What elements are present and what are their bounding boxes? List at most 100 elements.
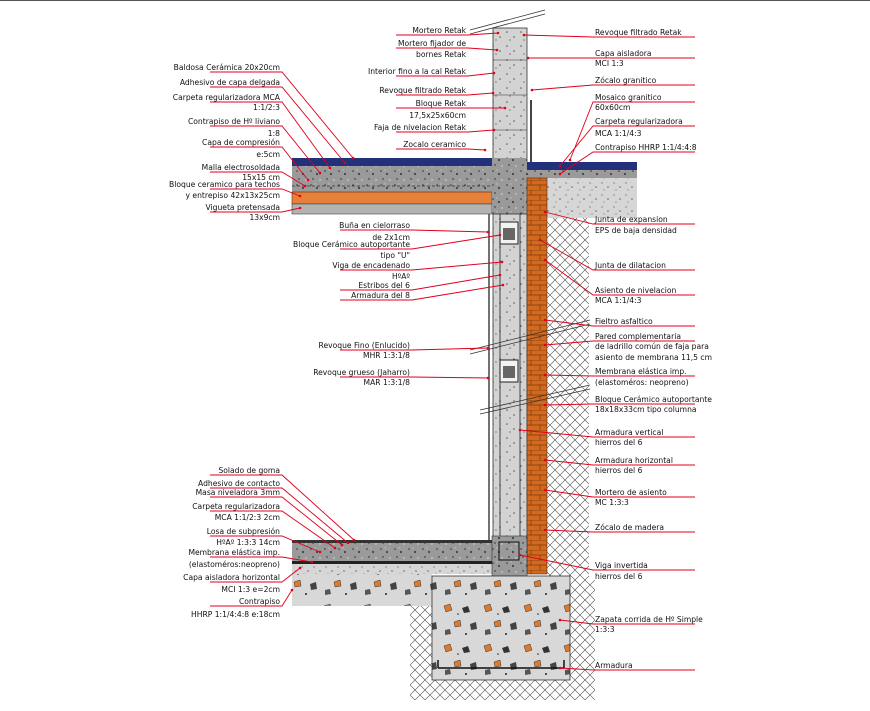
label-mortero-fijador: Mortero fijador de [398, 39, 466, 48]
leader-contrapiso-hhrp [559, 151, 695, 175]
label-membrana: Membrana elástica imp. [595, 367, 687, 376]
leader-dot-revoque-filtrado-retak-l [491, 91, 495, 95]
leader-interior-fino [396, 72, 495, 77]
label-losa-2: HºAº 1:3:3 14cm [216, 538, 280, 547]
granite-skirting [530, 100, 532, 162]
leader-dot-pared [543, 343, 547, 347]
label-viga-invertida: Viga invertida [595, 561, 648, 570]
leader-dot-membrana [543, 373, 547, 377]
leader-junta-dilatacion [539, 239, 695, 271]
label-mortero-fijador-2: bornes Retak [416, 50, 467, 59]
label-revoque-grueso-2: MAR 1:3:1/8 [364, 378, 411, 387]
leveling-screed-right [527, 170, 637, 178]
label-junta-dilatacion: Junta de dilatacion [594, 261, 666, 270]
label-buna: Buña en cielorraso [339, 221, 410, 230]
leader-dot-viga-encadenado [500, 260, 504, 264]
leader-contrapiso-ho [210, 125, 321, 174]
leader-dot-interior-fino [492, 71, 496, 75]
leader-dot-mosaico [568, 158, 572, 162]
label-viga-encadenado: Viga de encadenado [332, 261, 410, 270]
leader-dot-asiento [543, 258, 547, 262]
leader-adhesivo-capa [210, 86, 346, 164]
label-mortero-retak: Mortero Retak [412, 26, 466, 35]
leader-faja-nivelacion [396, 129, 495, 133]
label-bloque-u-2: tipo "U" [380, 251, 410, 260]
horizontal-insulation [292, 564, 492, 574]
leader-arm-vertical [519, 429, 695, 438]
label-arm-vertical-2: hierros del 6 [595, 438, 643, 447]
label-contrapiso-ho-2: 1:8 [268, 129, 280, 138]
leader-dot-junta-expansion [543, 210, 547, 214]
label-armadura: Armadura [595, 661, 633, 670]
leader-dot-carpeta-reg-r [558, 164, 562, 168]
leader-membrana [544, 374, 695, 377]
label-baldosa: Baldosa Cerámica 20x20cm [174, 63, 280, 72]
label-malla: Malla electrosoldada [202, 163, 280, 172]
subpressure-slab [292, 543, 492, 561]
label-zapata-2: 1:3:3 [595, 625, 615, 634]
label-fieltro: Fieltro asfaltico [595, 317, 653, 326]
inverted-beam-stirrup [498, 541, 520, 561]
leader-viga-encadenado [340, 261, 503, 271]
label-revoque-filtrado-r: Revoque filtrado Retak [595, 28, 682, 37]
leader-dot-armadura-8 [501, 283, 505, 287]
label-mortero-asiento: Mortero de asiento [595, 488, 667, 497]
label-carpeta-b-2: MCA 1:1/2:3 2cm [215, 513, 280, 522]
leader-dot-malla [303, 184, 307, 188]
leader-dot-estribos [498, 273, 502, 277]
leader-carpeta-reg-r [559, 125, 695, 167]
label-bloque-col: Bloque Cerámico autoportante [595, 395, 712, 404]
break-line [469, 13, 546, 35]
prestressed-joist [291, 203, 493, 215]
leader-baldosa [210, 71, 354, 159]
leader-dot-faja-nivelacion [492, 128, 496, 132]
label-zocalo-granitico: Zócalo granitico [595, 76, 657, 85]
leader-pared [544, 340, 695, 346]
ceramic-ceiling-block [291, 191, 493, 205]
label-faja-nivelacion: Faja de nivelacion Retak [374, 123, 467, 132]
leader-dot-membrana-b [310, 560, 314, 564]
inverted-beam [491, 535, 528, 577]
label-contrapiso-ho: Contrapiso de Hº liviano [188, 117, 280, 126]
label-carpeta-b: Carpeta regularizadora [192, 502, 280, 511]
label-bloque-techos-2: y entrepiso 42x13x25cm [186, 191, 281, 200]
leader-armadura-8 [340, 284, 504, 301]
leader-dot-mortero-retak [496, 31, 500, 35]
label-adhesivo-capa: Adhesivo de capa delgada [180, 78, 280, 87]
break-line [469, 323, 591, 355]
leader-adhesivo-contacto [210, 487, 349, 544]
label-capa-compresion: Capa de compresión [202, 138, 280, 147]
label-bloque-retak: Bloque Retak [416, 99, 467, 108]
leader-solado [210, 474, 355, 541]
label-malla-2: 15x15 cm [242, 173, 280, 182]
label-membrana-2: (elastoméros: neopreno) [595, 378, 689, 387]
label-adhesivo-contacto: Adhesivo de contacto [198, 479, 280, 488]
leader-dot-capa-b [298, 566, 302, 570]
label-junta-expansion-2: EPS de baja densidad [595, 226, 677, 235]
label-capa-compresion-2: e:5cm [256, 150, 280, 159]
label-pared-2: de ladrillo común de faja para [595, 342, 709, 351]
leader-dot-bloque-u [498, 233, 502, 237]
retak-block-wall [492, 27, 528, 169]
leader-dot-armadura [558, 666, 562, 670]
leader-dot-mortero-fijador [495, 48, 499, 52]
granite-mosaic [527, 162, 637, 170]
label-carpeta-reg-r-2: MCA 1:1/4:3 [595, 129, 642, 138]
compression-layer [292, 182, 492, 192]
label-carpeta-reg: Carpeta regularizadora MCA [173, 93, 281, 102]
concrete-footing [431, 575, 571, 681]
label-estribos: Estribos del 6 [358, 281, 410, 290]
label-capa-b-2: MCI 1:3 e=2cm [221, 585, 280, 594]
leader-zocalo-madera [544, 529, 695, 533]
label-asiento-2: MCA 1:1/4:3 [595, 296, 642, 305]
leader-junta-expansion [544, 211, 695, 225]
leader-dot-bloque-retak [503, 106, 507, 110]
label-revoque-fino-2: MHR 1:3:1/8 [363, 351, 410, 360]
leader-dot-losa [318, 550, 322, 554]
leader-zocalo-granitico [531, 84, 695, 91]
label-membrana-b: Membrana elástica imp. [188, 548, 280, 557]
leader-contrapiso-b [210, 589, 293, 607]
light-concrete-subfloor [292, 166, 492, 182]
leader-zocalo-ceramico [396, 148, 486, 151]
